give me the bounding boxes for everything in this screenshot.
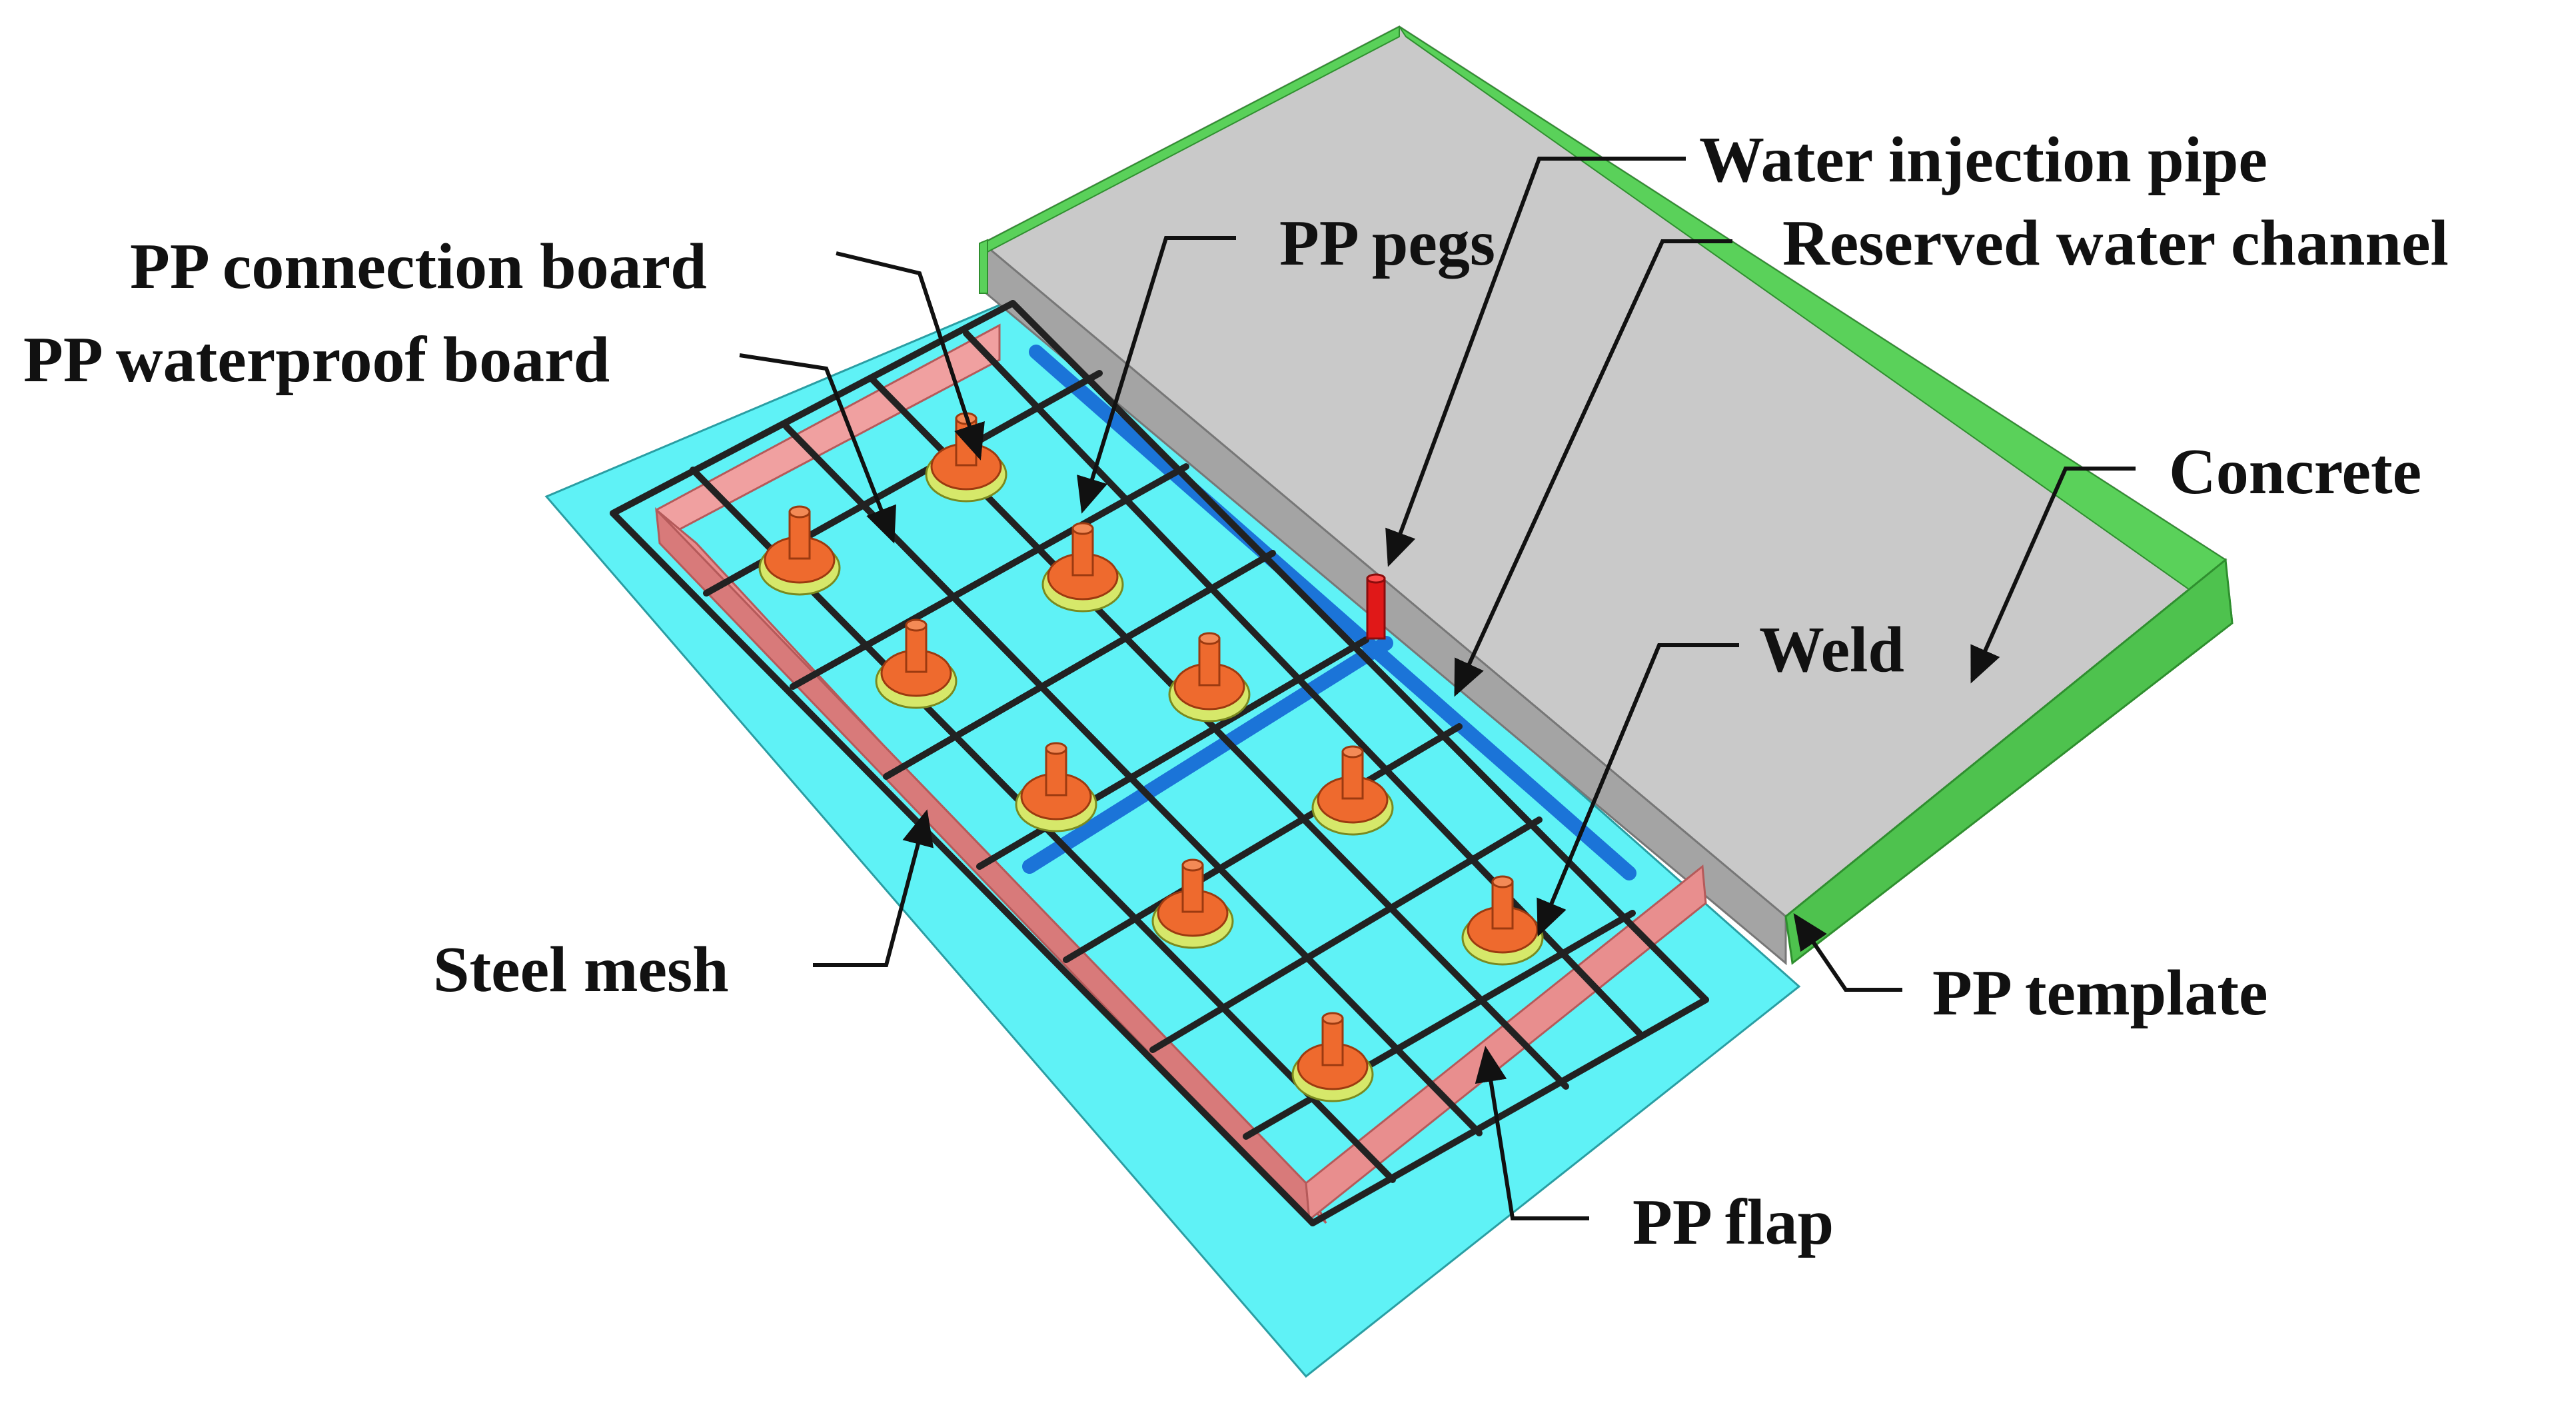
pp-template-front-face [1784, 558, 2234, 965]
label-steel-mesh: Steel mesh [433, 934, 729, 1006]
label-weld: Weld [1759, 614, 1904, 686]
pp-pegs [758, 412, 1544, 1102]
leader-reserved-water-channel [1454, 239, 1732, 697]
label-pp-flap: PP flap [1632, 1186, 1834, 1258]
label-pp-waterproof-board: PP waterproof board [23, 324, 610, 396]
steel-mesh [610, 300, 1709, 1226]
label-pp-pegs: PP pegs [1279, 207, 1495, 279]
label-concrete: Concrete [2169, 436, 2421, 508]
water-injection-pipe [1366, 573, 1386, 640]
leader-steel-mesh [813, 809, 934, 967]
pp-peg [1461, 875, 1544, 966]
water-channel-branch [1022, 636, 1393, 874]
pp-peg [1151, 858, 1234, 949]
pp-peg [1015, 742, 1097, 832]
reserved-water-channel [1022, 345, 1636, 880]
pp-peg [758, 505, 841, 596]
pp-template [979, 25, 2234, 965]
label-reserved-water-channel: Reserved water channel [1782, 207, 2449, 279]
pp-peg [1168, 632, 1251, 722]
pp-peg [1311, 745, 1394, 836]
pp-peg [1291, 1012, 1374, 1102]
water-channel-main [1029, 345, 1636, 880]
pp-waterproof-board-shape [544, 295, 1801, 1378]
label-pp-template: PP template [1932, 957, 2267, 1029]
leader-weld [1537, 643, 1739, 937]
label-water-injection-pipe: Water injection pipe [1699, 124, 2267, 196]
label-pp-connection-board: PP connection board [130, 231, 707, 303]
labels: Water injection pipe Reserved water chan… [23, 124, 2449, 1258]
pp-peg [875, 619, 958, 709]
pp-peg [1041, 522, 1124, 613]
leader-pp-template [1793, 913, 1902, 992]
leader-concrete [1970, 467, 2136, 684]
leader-water-injection-pipe [1385, 157, 1686, 567]
leader-pp-connection-board [836, 251, 985, 461]
leader-pp-pegs [1077, 236, 1236, 514]
leader-pp-waterproof-board [739, 353, 896, 544]
pp-template-left-strip [979, 239, 988, 294]
leader-pp-flap [1475, 1046, 1589, 1220]
pp-flap-front [1305, 864, 1707, 1222]
leader-lines [739, 157, 2136, 1220]
